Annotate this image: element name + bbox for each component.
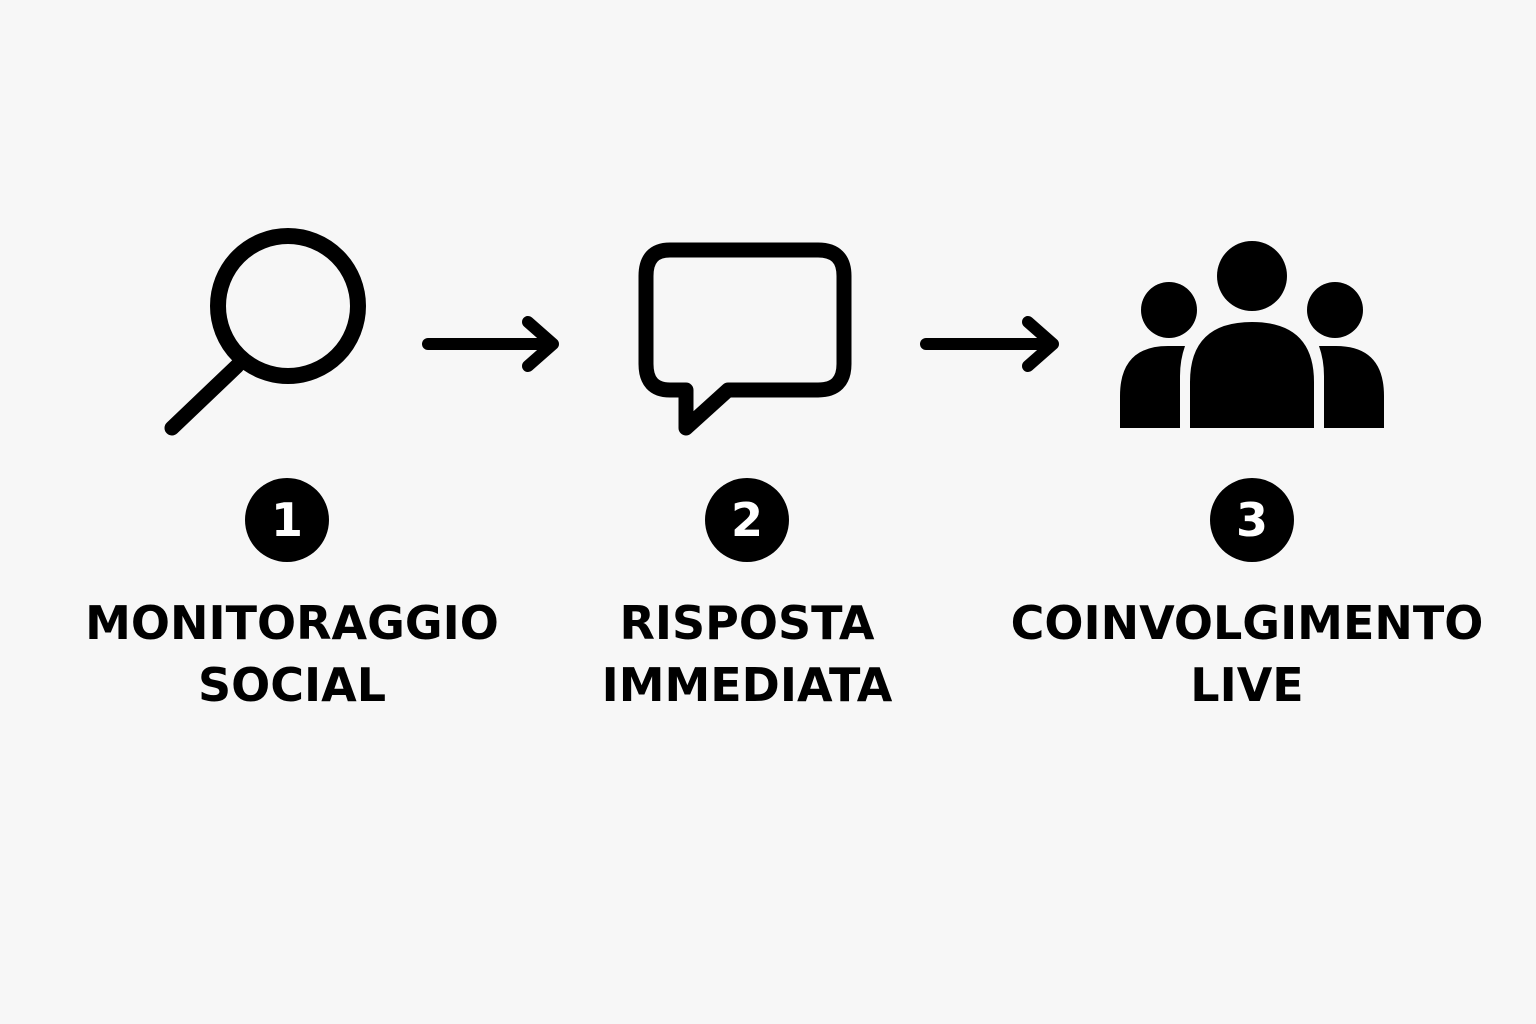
step-3-label-line-2: LIVE	[1190, 658, 1304, 712]
arrow-right-icon	[920, 316, 1059, 372]
arrow-right-icon	[422, 316, 559, 372]
step-3-number-badge: 3	[1210, 478, 1294, 562]
step-2-label: RISPOSTA IMMEDIATA	[487, 592, 1007, 716]
magnifying-glass-icon	[164, 228, 366, 436]
speech-bubble-icon	[638, 242, 852, 436]
step-3-label: COINVOLGIMENTO LIVE	[987, 592, 1507, 716]
step-2-number-badge: 2	[705, 478, 789, 562]
people-group-icon	[1120, 241, 1384, 428]
step-1-number-badge: 1	[245, 478, 329, 562]
step-1-label-line-1: MONITORAGGIO	[85, 596, 499, 650]
step-3-label-line-1: COINVOLGIMENTO	[1010, 596, 1484, 650]
step-1-label-line-2: SOCIAL	[197, 658, 387, 712]
step-1-label: MONITORAGGIO SOCIAL	[32, 592, 552, 716]
step-2-label-line-1: RISPOSTA	[619, 596, 875, 650]
step-2-label-line-2: IMMEDIATA	[601, 658, 893, 712]
